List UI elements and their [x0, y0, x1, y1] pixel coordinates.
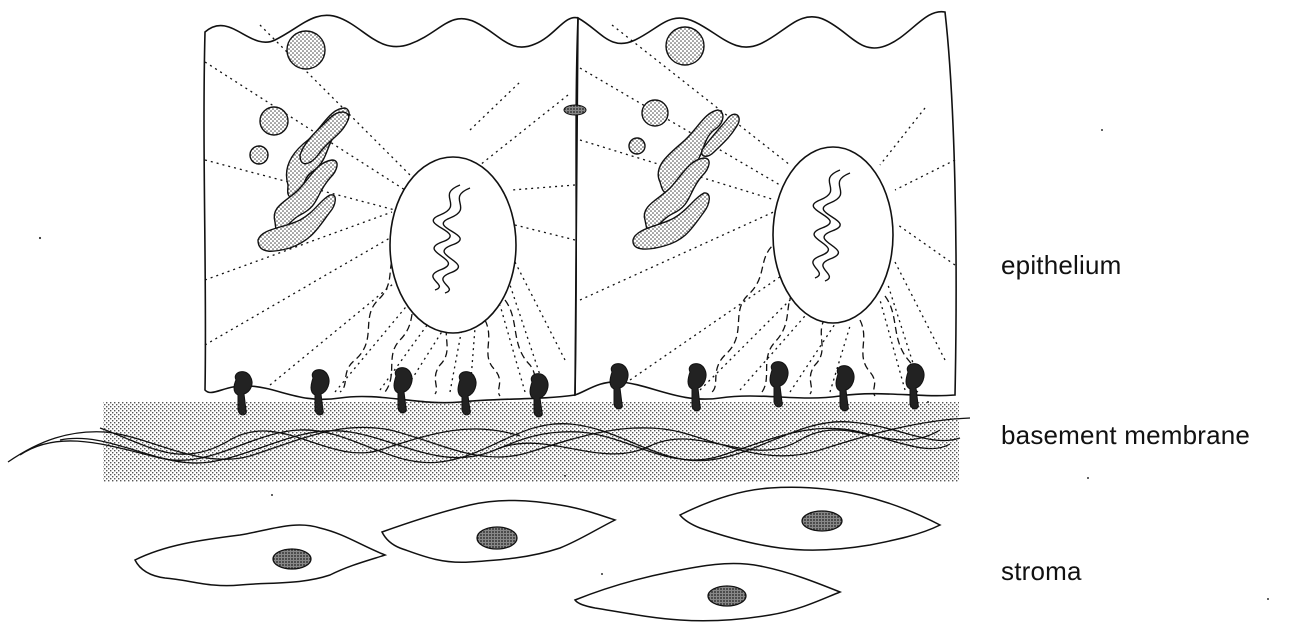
tight-junction: [564, 105, 586, 115]
left-granule-small: [250, 146, 268, 164]
stromal-cells: [135, 487, 940, 621]
right-cytoskeleton-lines: [580, 25, 955, 392]
left-granule-large: [287, 31, 325, 69]
right-granule-large: [666, 27, 704, 65]
scan-specks: [39, 129, 1269, 600]
left-cytoskeleton-lines: [205, 25, 575, 392]
right-granule-small: [629, 138, 645, 154]
right-granule-medium: [642, 100, 668, 126]
basement-membrane-band: [103, 402, 959, 482]
stroma-label: stroma: [1001, 556, 1082, 587]
stroma-cell-4: [575, 564, 840, 621]
epithelium-label: epithelium: [1001, 250, 1122, 281]
stroma-cell-1: [135, 525, 385, 586]
left-granule-medium: [260, 107, 288, 135]
basement-membrane-label: basement membrane: [1001, 420, 1250, 451]
